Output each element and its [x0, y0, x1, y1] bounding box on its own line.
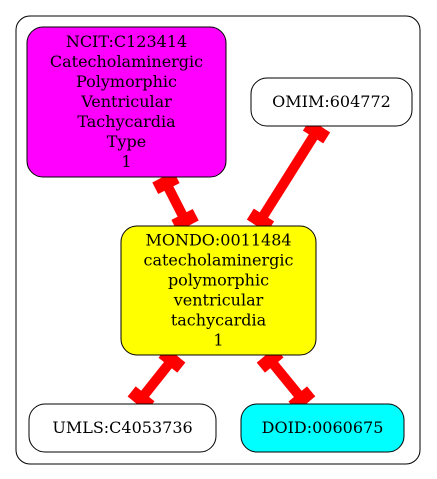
- node-label-line: NCIT:C123414: [66, 32, 187, 51]
- node-label-line: UMLS:C4053736: [52, 418, 192, 437]
- node-label-line: 1: [121, 152, 131, 171]
- node-doid[interactable]: DOID:0060675: [240, 403, 405, 453]
- node-label-line: tachycardia: [171, 311, 267, 330]
- node-box: [240, 403, 405, 453]
- nodes-layer: NCIT:C123414CatecholaminergicPolymorphic…: [26, 26, 413, 453]
- node-mondo[interactable]: MONDO:0011484catecholaminergicpolymorphi…: [120, 225, 317, 356]
- edge-line: [252, 123, 325, 229]
- node-label-line: catecholaminergic: [144, 251, 294, 270]
- node-label-line: ventricular: [173, 291, 264, 310]
- node-box: [26, 26, 227, 178]
- node-box: [250, 77, 413, 127]
- node-label-line: Ventricular: [80, 92, 172, 111]
- node-umls[interactable]: UMLS:C4053736: [28, 403, 217, 453]
- node-box: [120, 225, 317, 356]
- node-label-line: Catecholaminergic: [50, 52, 203, 71]
- node-label-line: DOID:0060675: [262, 418, 384, 437]
- node-label-line: Tachycardia: [77, 112, 176, 131]
- node-omim[interactable]: OMIM:604772: [250, 77, 413, 127]
- node-label-line: OMIM:604772: [272, 92, 391, 111]
- node-label-line: polymorphic: [168, 271, 269, 290]
- node-label-line: Type: [107, 132, 146, 151]
- node-ncit[interactable]: NCIT:C123414CatecholaminergicPolymorphic…: [26, 26, 227, 178]
- node-label-line: Polymorphic: [76, 72, 177, 91]
- node-box: [28, 403, 217, 453]
- node-label-line: 1: [213, 331, 223, 350]
- node-label-line: MONDO:0011484: [145, 231, 291, 250]
